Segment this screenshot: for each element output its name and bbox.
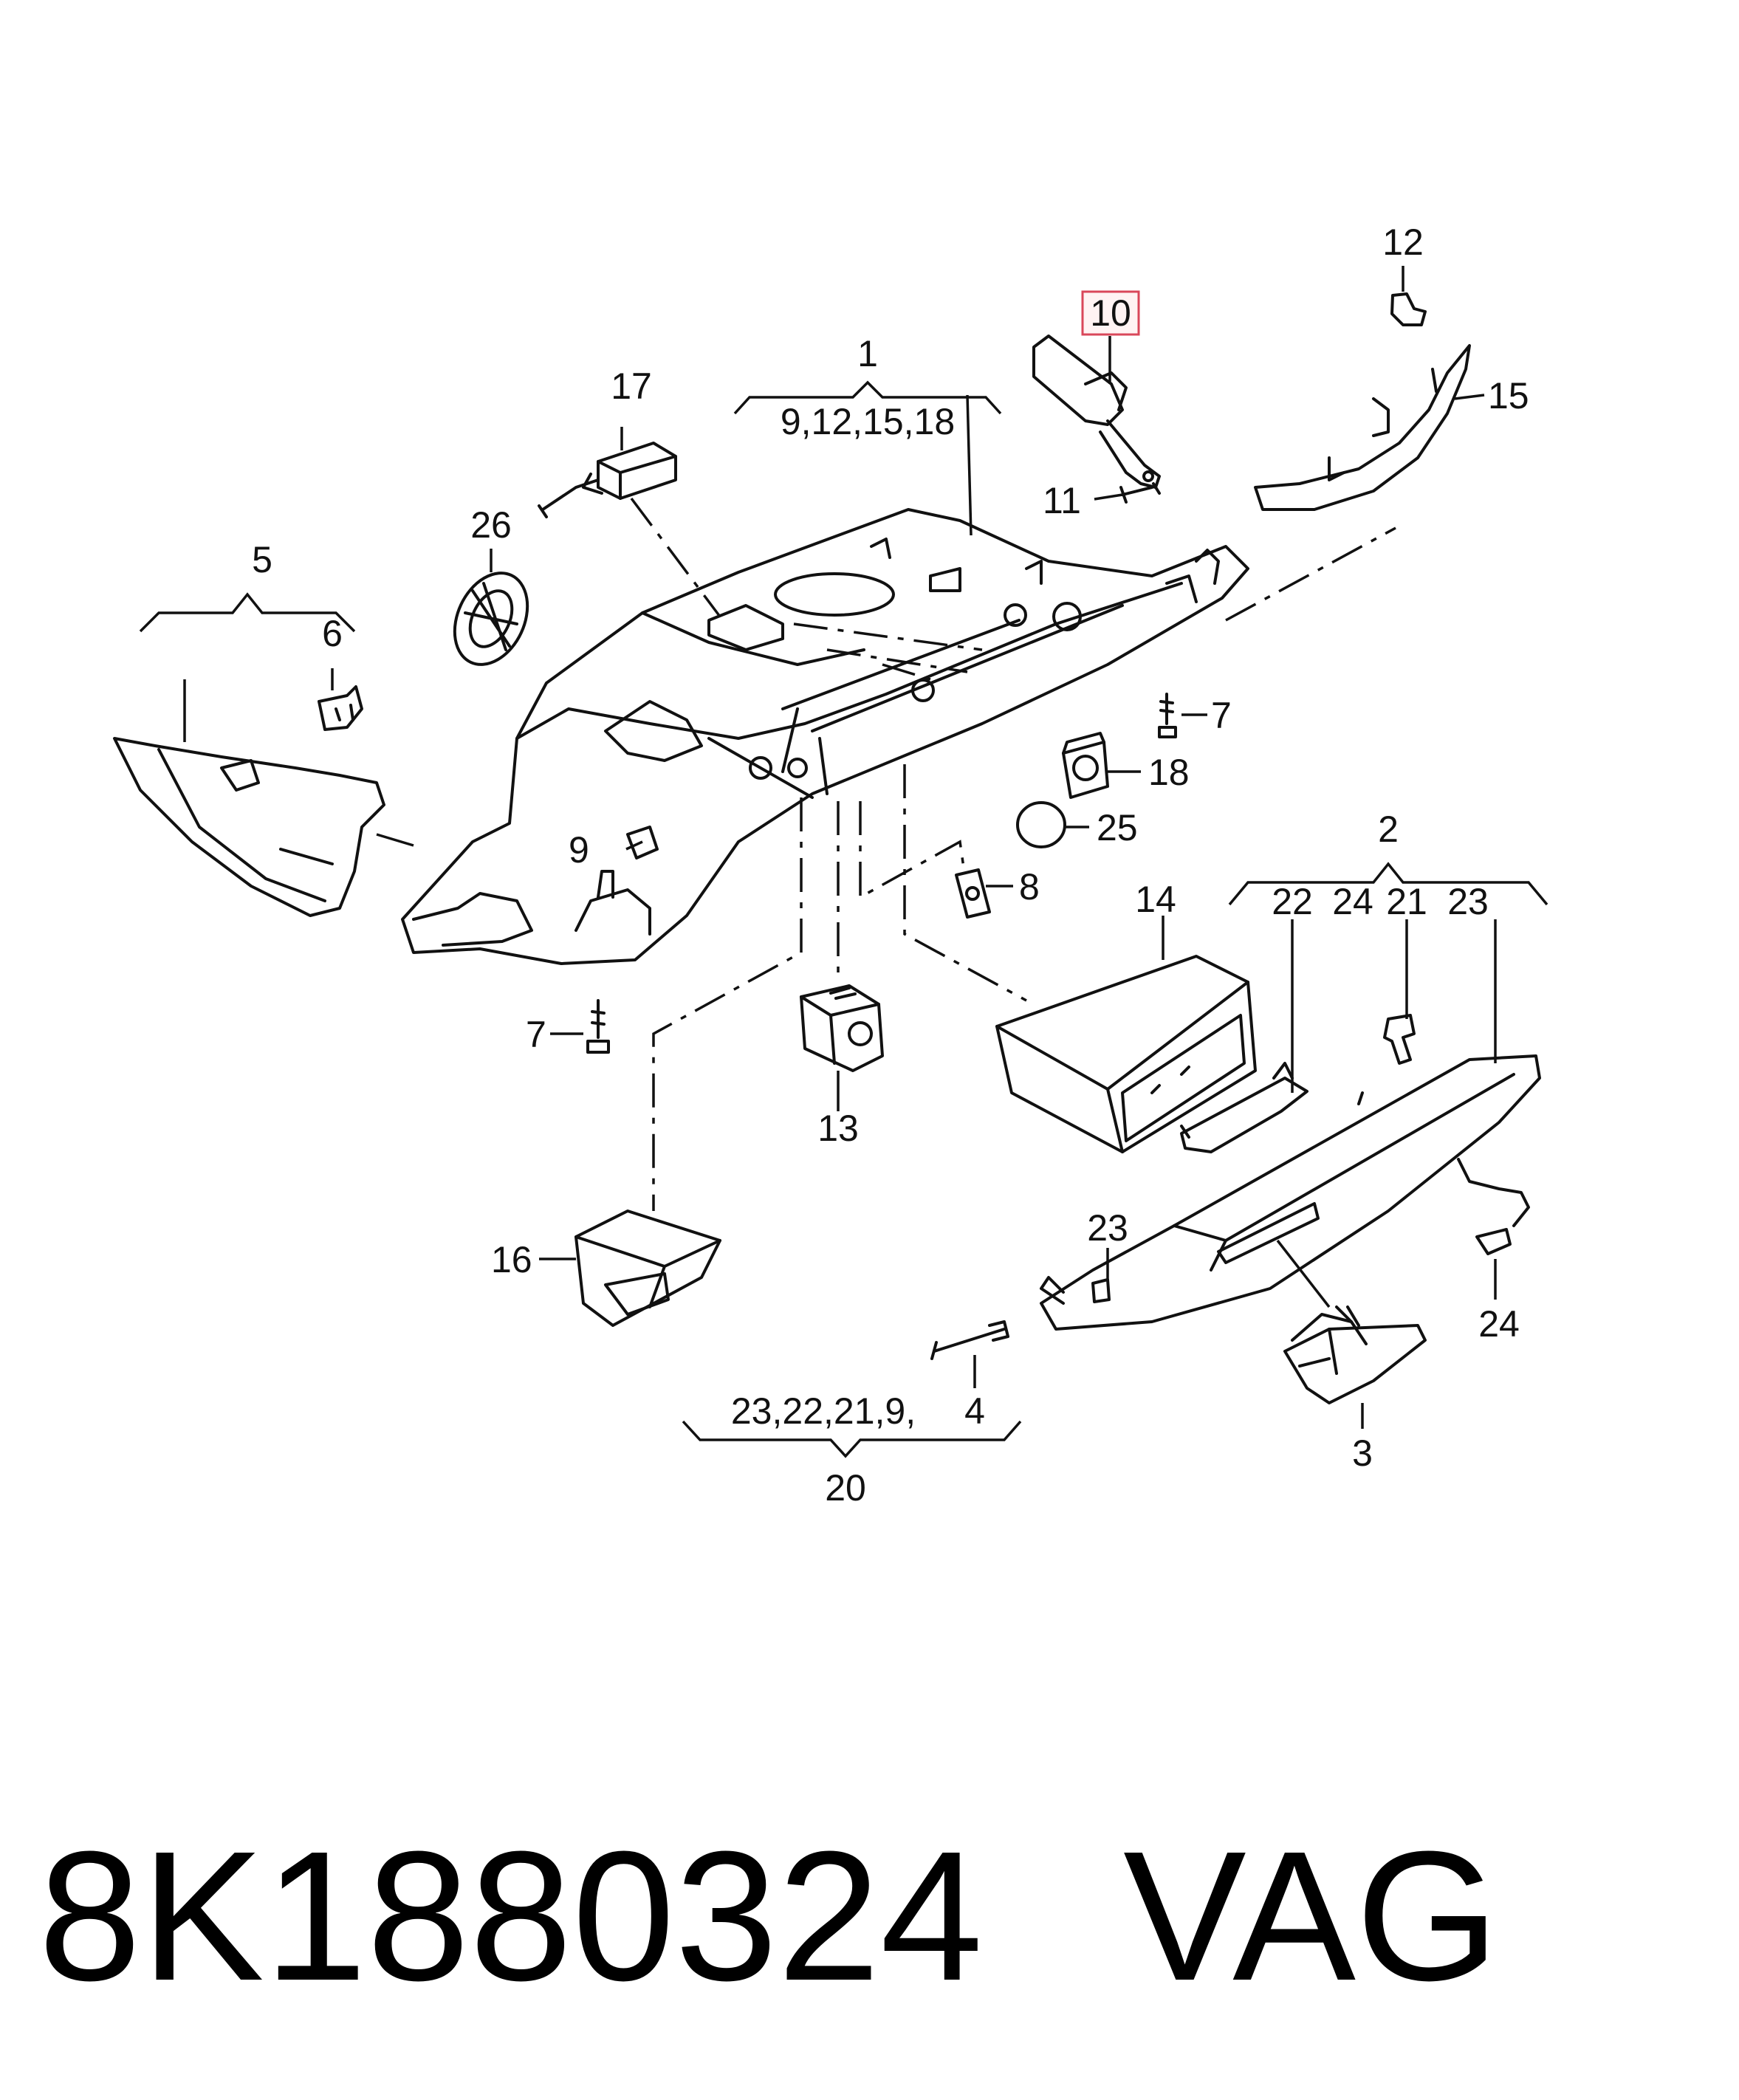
callout-1-sub: 9,12,15,18 — [781, 401, 955, 442]
clip-23 — [1091, 1278, 1111, 1303]
callout-2-23: 23 — [1447, 881, 1489, 922]
callout-14: 14 — [1135, 879, 1176, 920]
lock-cylinder-18 — [1062, 732, 1109, 799]
plug-25 — [1016, 801, 1066, 848]
callout-24: 24 — [1478, 1303, 1520, 1345]
tray-22 — [1180, 1077, 1308, 1153]
callout-18: 18 — [1148, 752, 1190, 793]
callout-7-upper: 7 — [1211, 695, 1232, 736]
assembly-line-16 — [652, 797, 803, 1211]
nut-clip-8 — [955, 868, 991, 919]
wire-24 — [1457, 1158, 1530, 1227]
callout-1: 1 — [857, 333, 878, 374]
speaker-cover-26 — [453, 572, 529, 666]
callout-25: 25 — [1097, 807, 1138, 848]
latch-3 — [1283, 1305, 1427, 1404]
callout-2-24: 24 — [1332, 881, 1373, 922]
sensor-17 — [597, 442, 677, 500]
callout-17: 17 — [611, 366, 652, 407]
callout-11: 11 — [1043, 480, 1081, 521]
part-number: 8K1880324 — [38, 1813, 984, 2019]
callout-2-22: 22 — [1272, 881, 1313, 922]
assembly-line-17 — [630, 497, 721, 618]
callout-10-highlight — [1081, 290, 1140, 336]
storage-tray-14 — [995, 955, 1257, 1153]
glovebox-housing — [401, 508, 1249, 965]
assembly-line-8 — [859, 801, 965, 899]
callout-6: 6 — [322, 613, 343, 654]
callout-7-lower: 7 — [526, 1014, 546, 1055]
bolt-21 — [1383, 1014, 1416, 1065]
clip-6 — [318, 685, 363, 731]
assembly-line-housing — [793, 622, 983, 681]
pin-11 — [1119, 482, 1161, 504]
shaft-4 — [930, 1320, 1009, 1360]
callout-13: 13 — [817, 1108, 859, 1149]
callout-12: 12 — [1382, 222, 1424, 263]
callout-26: 26 — [470, 504, 512, 546]
callout-9: 9 — [569, 829, 589, 871]
trim-strip-15 — [1254, 344, 1471, 511]
callout-4: 4 — [964, 1390, 985, 1432]
callout-20-sub: 23,22,21,9, — [731, 1390, 916, 1432]
callout-8: 8 — [1019, 866, 1040, 907]
switch-13 — [800, 984, 884, 1072]
clip-12 — [1390, 292, 1427, 326]
screw-7-upper — [1158, 693, 1177, 738]
leader-lines — [183, 266, 1497, 1429]
brace-20 — [682, 1420, 1022, 1458]
brace-2 — [1228, 862, 1548, 906]
assembly-line-15 — [1225, 526, 1396, 622]
screw-7-lower — [586, 999, 610, 1054]
damper-10 — [1032, 334, 1161, 489]
glovebox-lid-2 — [1040, 1054, 1541, 1331]
side-trim-5 — [113, 737, 385, 917]
callout-20: 20 — [825, 1467, 866, 1509]
brand-name: VAG — [1123, 1813, 1500, 2019]
assembly-line-14 — [903, 764, 1027, 1002]
callout-5: 5 — [252, 539, 272, 580]
connector-24 — [1475, 1228, 1512, 1255]
brace-5 — [139, 592, 356, 633]
callout-23: 23 — [1087, 1207, 1128, 1249]
cup-holder-16 — [574, 1209, 721, 1327]
callout-2: 2 — [1378, 809, 1399, 850]
callout-16: 16 — [491, 1239, 532, 1280]
callout-15: 15 — [1488, 375, 1529, 416]
callout-3: 3 — [1352, 1432, 1373, 1474]
callout-2-21: 21 — [1386, 881, 1427, 922]
callout-10: 10 — [1090, 292, 1131, 334]
callout-labels: 1 9,12,15,18 2 22 24 21 23 3 4 5 6 7 7 8… — [252, 222, 1529, 1509]
brace-1 — [733, 380, 1002, 415]
